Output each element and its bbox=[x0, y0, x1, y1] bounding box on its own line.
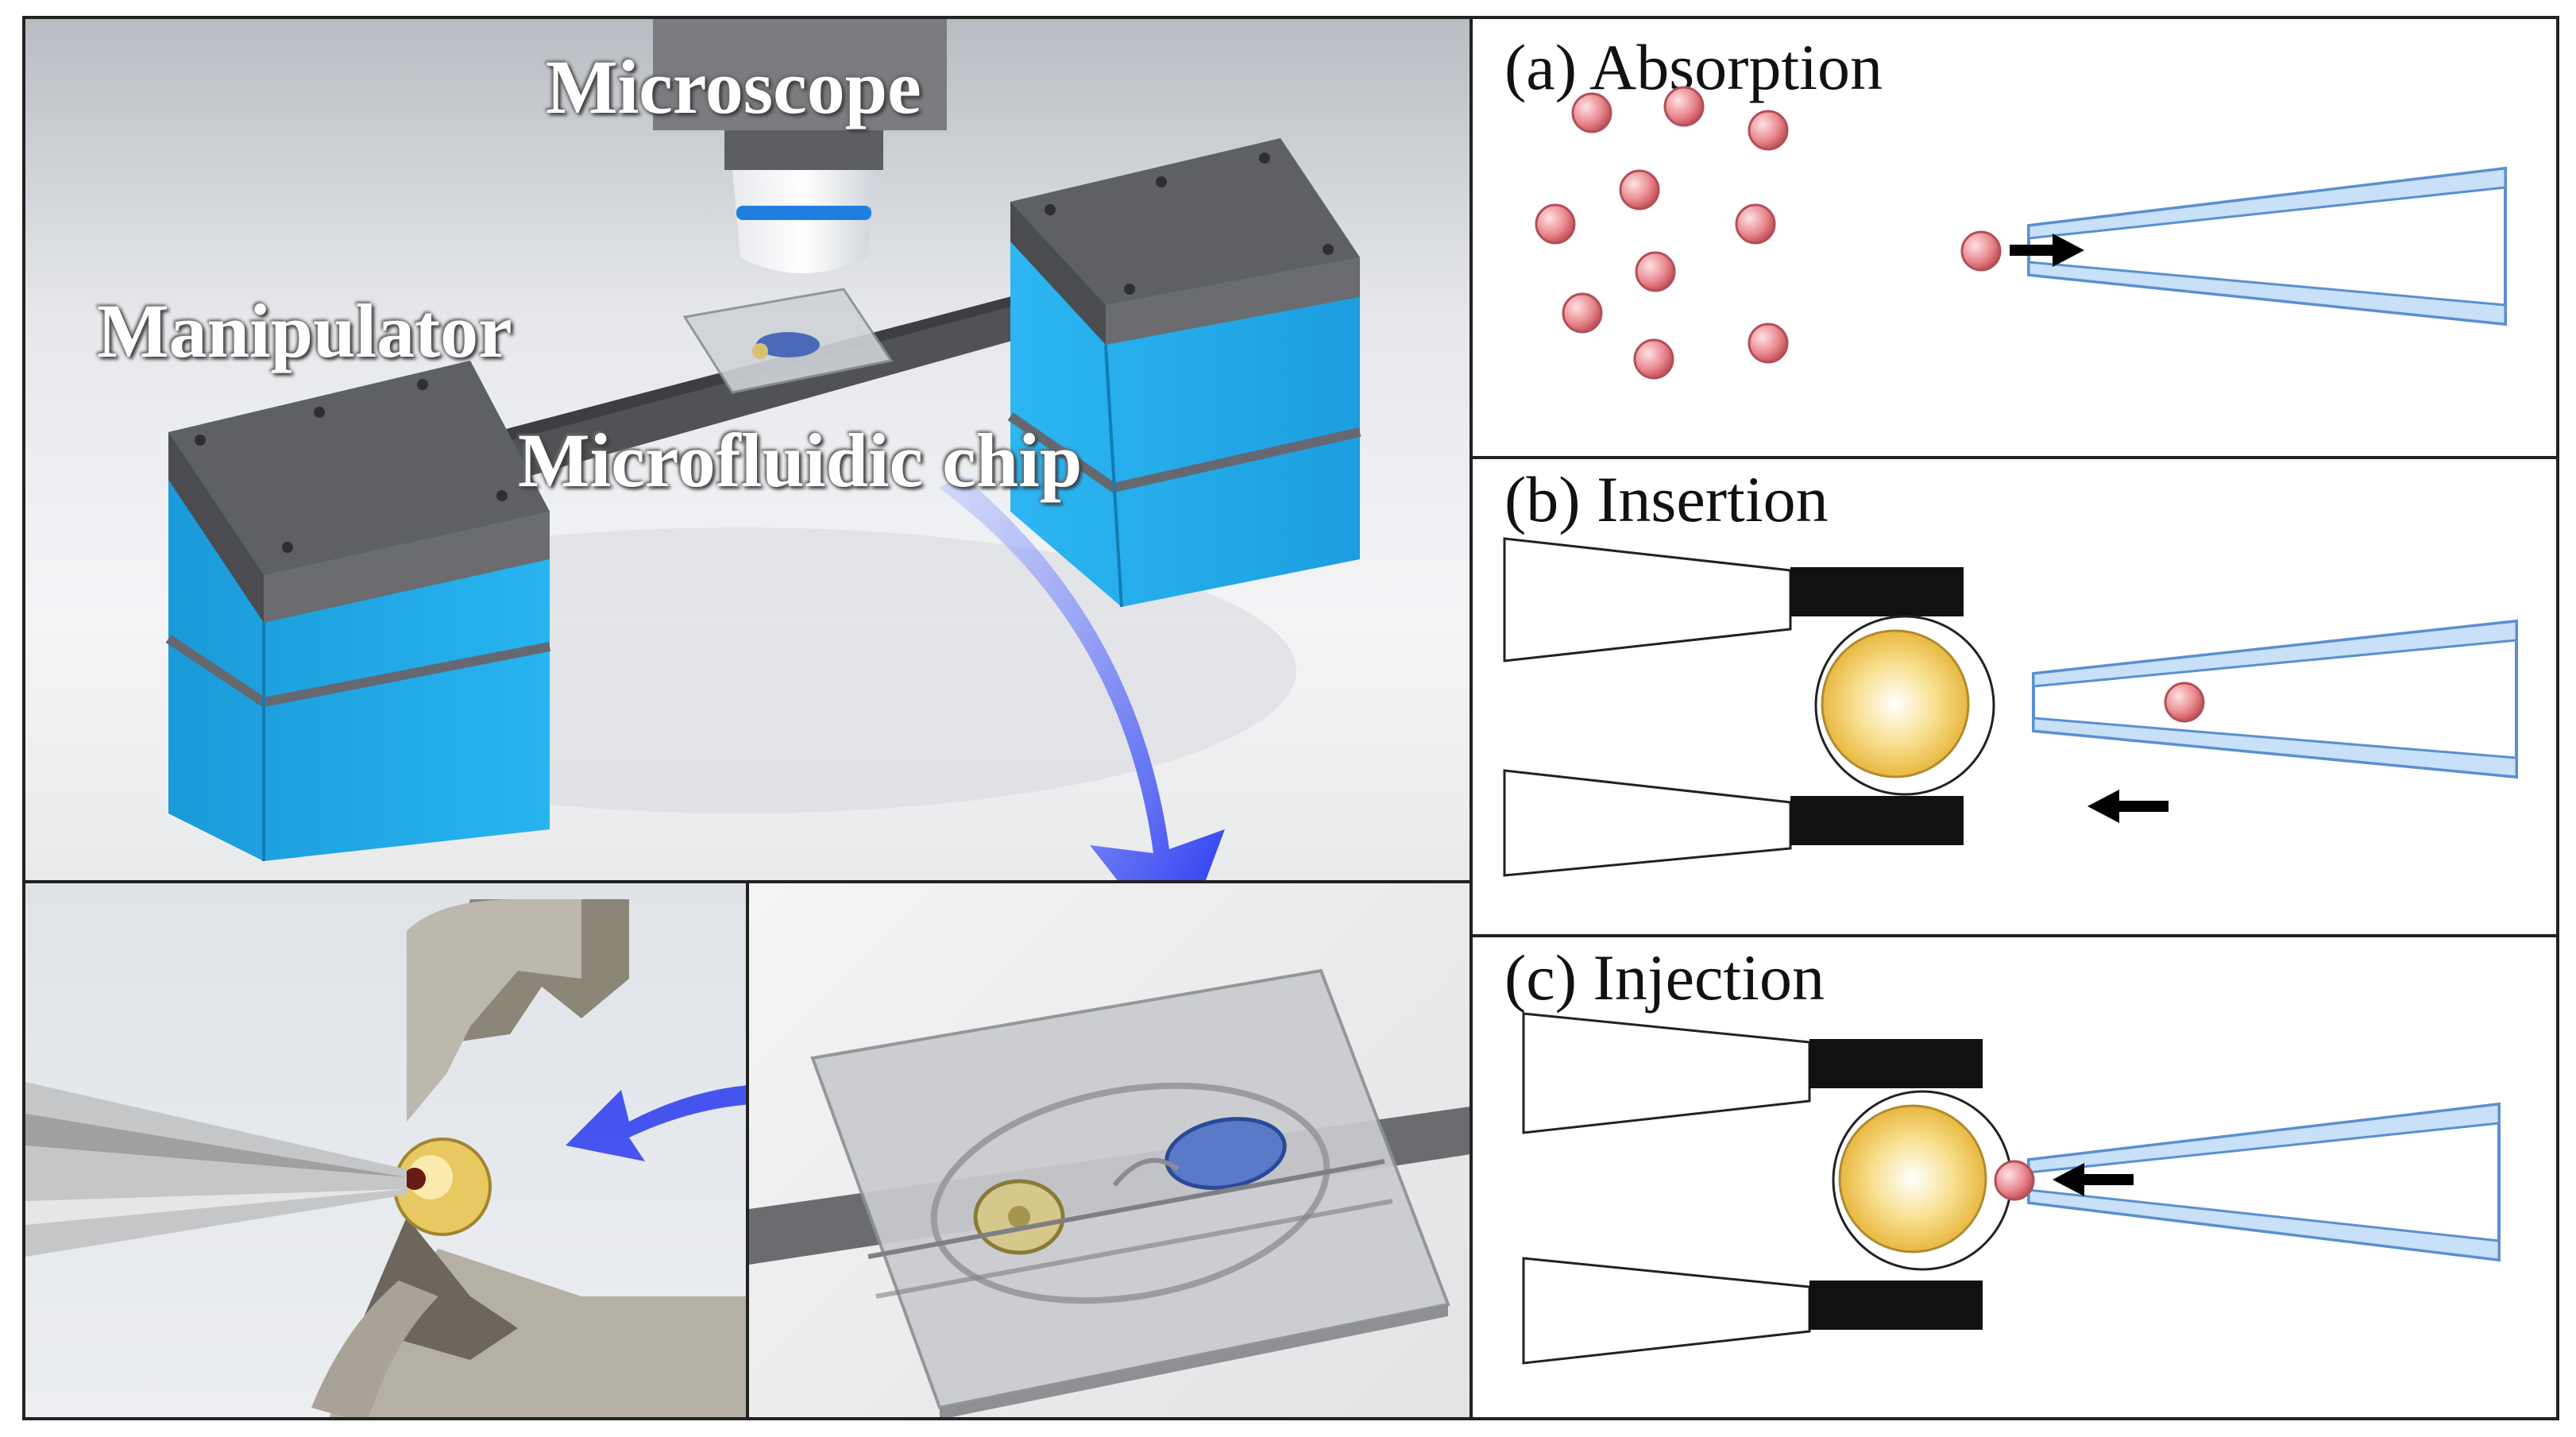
label-manipulator: Manipulator bbox=[97, 288, 512, 373]
arrow-right-icon bbox=[2010, 234, 2084, 267]
arrow-to-closeup bbox=[566, 1085, 746, 1161]
arrow-to-chip bbox=[939, 476, 1225, 880]
insertion-schematic bbox=[1503, 537, 2518, 877]
particles bbox=[1535, 86, 2002, 380]
absorption-schematic bbox=[1535, 86, 2507, 380]
panel-b-title: (b) Insertion bbox=[1504, 463, 1829, 535]
label-microscope: Microscope bbox=[546, 44, 921, 129]
chip-illustration bbox=[749, 968, 1470, 1417]
panel-c-title: (c) Injection bbox=[1504, 941, 1825, 1014]
holder-bottom-c bbox=[1522, 1257, 1811, 1365]
holder-top-b bbox=[1503, 537, 1792, 662]
render-main-setup: Microscope Manipulator Microfluidic chip bbox=[22, 16, 1473, 883]
panel-absorption: (a) Absorption bbox=[1470, 16, 2559, 459]
arrow-left-icon bbox=[2053, 1163, 2134, 1196]
setup-illustration bbox=[165, 19, 1361, 880]
label-microfluidic-chip: Microfluidic chip bbox=[518, 418, 1083, 503]
render-microfluidic-chip bbox=[746, 880, 1473, 1420]
microscope-objective bbox=[732, 170, 875, 273]
closeup-illustration bbox=[25, 899, 746, 1417]
holder-top-c bbox=[1522, 1012, 1811, 1134]
microscope-body bbox=[653, 19, 947, 130]
panel-injection: (c) Injection bbox=[1470, 934, 2559, 1420]
render-closeup-injection bbox=[22, 880, 749, 1420]
injection-schematic bbox=[1522, 1012, 2501, 1365]
panel-insertion: (b) Insertion bbox=[1470, 456, 2559, 937]
arrow-left-icon bbox=[2087, 790, 2169, 823]
holder-bottom-b bbox=[1503, 769, 1792, 877]
